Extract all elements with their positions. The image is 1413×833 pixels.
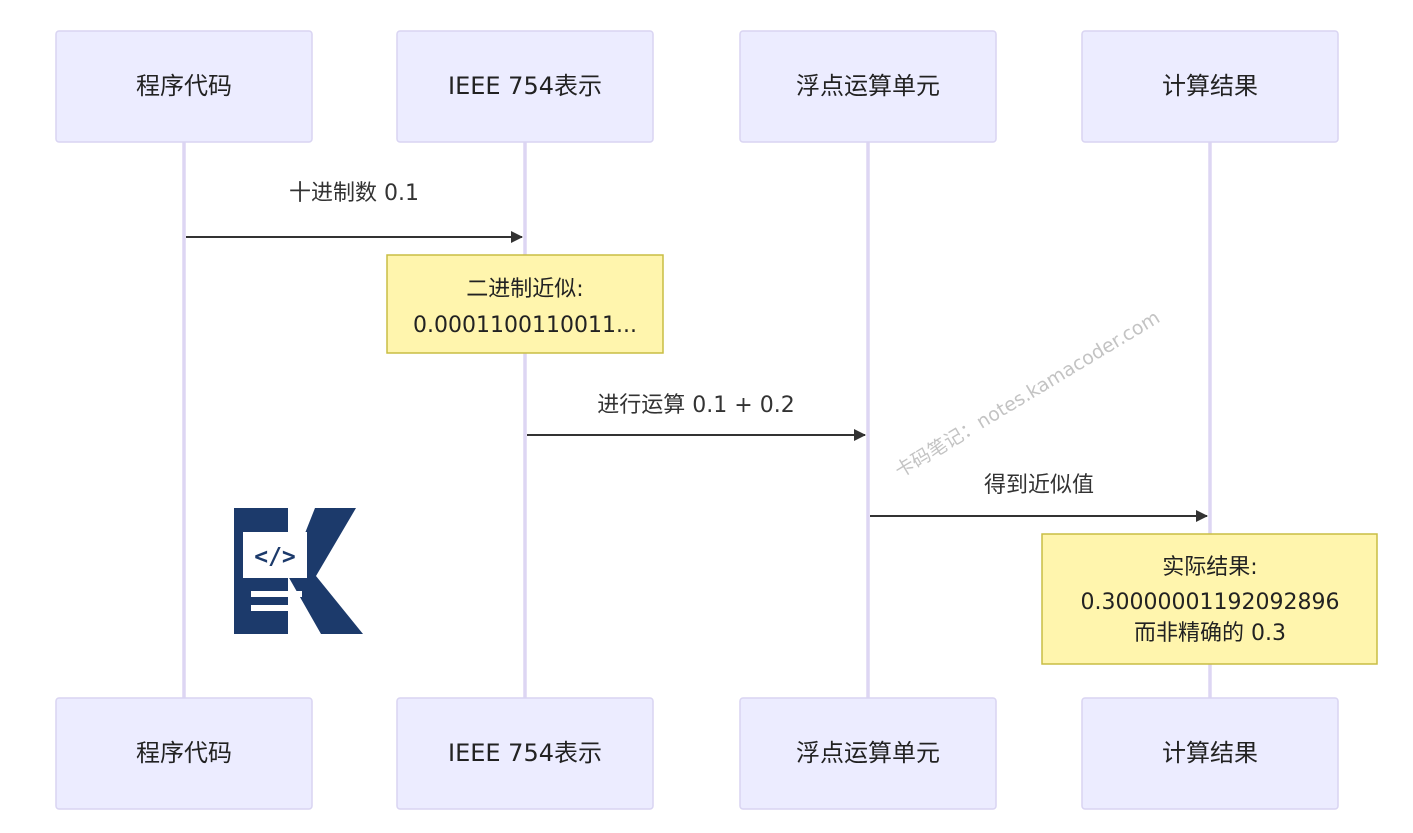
actor-fpu-bottom: 浮点运算单元 [739, 697, 997, 810]
note-line: 而非精确的 0.3 [1134, 621, 1286, 646]
note-line: 0.30000001192092896 [1081, 590, 1340, 615]
message-label: 得到近似值 [984, 473, 1094, 498]
actor-label: 程序代码 [136, 72, 232, 100]
message-decimal-input: 十进制数 0.1 [186, 181, 523, 243]
note-line: 0.0001100110011... [413, 313, 637, 338]
actor-label: 计算结果 [1162, 739, 1258, 767]
actor-label: 浮点运算单元 [796, 739, 940, 767]
actor-code-top: 程序代码 [55, 30, 313, 143]
actor-fpu-top: 浮点运算单元 [739, 30, 997, 143]
actor-ieee-bottom: IEEE 754表示 [396, 697, 654, 810]
message-approx-value: 得到近似值 [870, 473, 1208, 522]
message-label: 进行运算 0.1 + 0.2 [597, 393, 794, 418]
actor-label: IEEE 754表示 [448, 739, 602, 767]
note-actual-result: 实际结果: 0.30000001192092896 而非精确的 0.3 [1041, 533, 1378, 665]
message-label: 十进制数 0.1 [289, 181, 419, 206]
svg-text:</>: </> [254, 544, 296, 570]
note-binary-approx: 二进制近似: 0.0001100110011... [386, 254, 664, 354]
watermark-text: 卡码笔记：notes.kamacoder.com [891, 306, 1164, 482]
actor-label: 浮点运算单元 [796, 72, 940, 100]
actor-result-bottom: 计算结果 [1081, 697, 1339, 810]
actor-label: 程序代码 [136, 739, 232, 767]
message-compute: 进行运算 0.1 + 0.2 [527, 393, 866, 441]
actor-result-top: 计算结果 [1081, 30, 1339, 143]
actor-label: IEEE 754表示 [448, 72, 602, 100]
actor-ieee-top: IEEE 754表示 [396, 30, 654, 143]
kamacoder-logo-icon: </> [234, 508, 363, 634]
actor-label: 计算结果 [1162, 72, 1258, 100]
note-line: 实际结果: [1162, 555, 1257, 580]
actor-code-bottom: 程序代码 [55, 697, 313, 810]
note-line: 二进制近似: [466, 277, 583, 302]
